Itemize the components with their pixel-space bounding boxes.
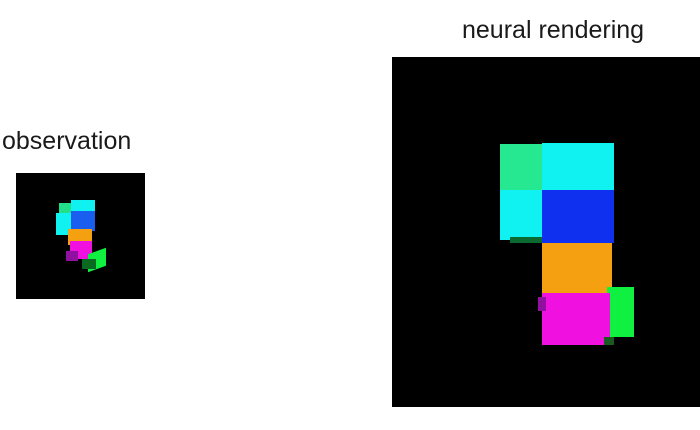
obs-top-cyan-cube [71, 200, 95, 214]
obs-dark-green-shadow [82, 259, 96, 269]
nr-magenta-shadow [538, 297, 546, 311]
obs-top-green-cube [59, 203, 73, 215]
nr-top-cyan-cube [542, 143, 614, 191]
nr-dark-green-edge [510, 237, 546, 243]
nr-magenta-cube [542, 293, 610, 345]
neural-rendering-label: neural rendering [462, 16, 645, 44]
nr-orange-cube [542, 243, 612, 299]
nr-dark-edge [604, 337, 614, 345]
obs-blue-cube [71, 211, 95, 231]
nr-left-cyan-cube [500, 190, 543, 240]
obs-magenta-shadow [66, 251, 78, 261]
observation-image [16, 173, 145, 299]
nr-green-cube [607, 287, 634, 337]
nr-top-green-cube [500, 144, 545, 192]
observation-label: observation [2, 127, 132, 155]
nr-blue-cube [542, 190, 614, 243]
neural-rendering-image [392, 57, 700, 407]
